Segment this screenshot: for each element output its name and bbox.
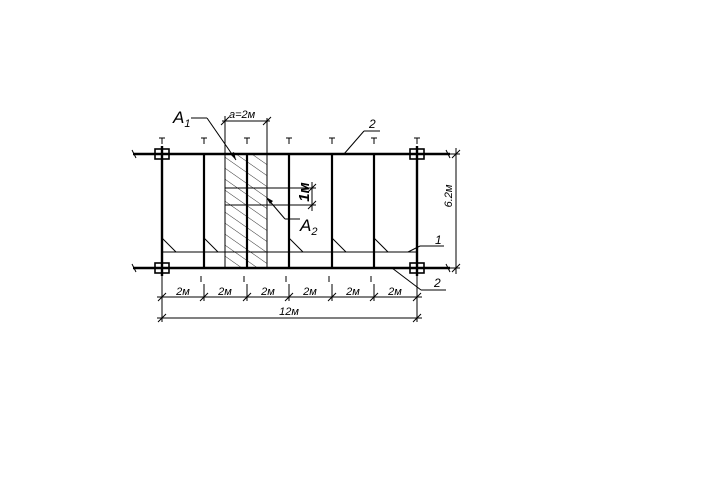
total-dim-tick-right [412,313,422,323]
spacing-dim-tick-right [262,116,272,126]
inner-beams [202,154,376,268]
area1-arrowhead [230,152,236,160]
bay-label-6: 2м [387,286,402,298]
bay-label-5: 2м [345,286,360,298]
total-dim-tick-left [157,313,167,323]
callout-1-leader [407,245,421,253]
span-length-label: 6.2м [443,184,455,207]
callout-2-bottom-leader [391,267,422,291]
area1-label: A1 [172,108,190,130]
callout-2-bottom: 2 [433,276,441,290]
column-node-tl [154,148,170,160]
area1-leader [206,117,237,161]
bay-label-3: 2м [260,286,275,298]
callout-2-top-leader [343,130,365,155]
area2-arrowhead [266,197,273,204]
bay-label-2: 2м [217,286,232,298]
callout-1: 1 [435,233,442,247]
area2-label: A2 [299,216,317,238]
total-length-label: 12м [279,306,299,318]
column-node-bl [154,262,170,274]
bay-dim-extensions [161,276,418,322]
bay-dim-ticks [157,292,422,302]
span-dim-tick-top [451,149,461,159]
strip-dim-tick-bottom [307,200,317,210]
callout-2-top: 2 [368,117,376,131]
strip-dim-tick-top [307,183,317,193]
break-tick-bl [131,263,137,273]
strip-width-label: 1м [296,182,313,201]
spacing-dim-tick-left [220,116,230,126]
break-tick-tl [131,149,137,159]
bay-label-4: 2м [302,286,317,298]
beam-end-marks [159,137,420,282]
span-dim-tick-bottom [451,263,461,273]
bay-label-1: 2м [175,286,190,298]
support-diagonals [161,237,389,253]
spacing-label: a=2м [229,109,256,121]
